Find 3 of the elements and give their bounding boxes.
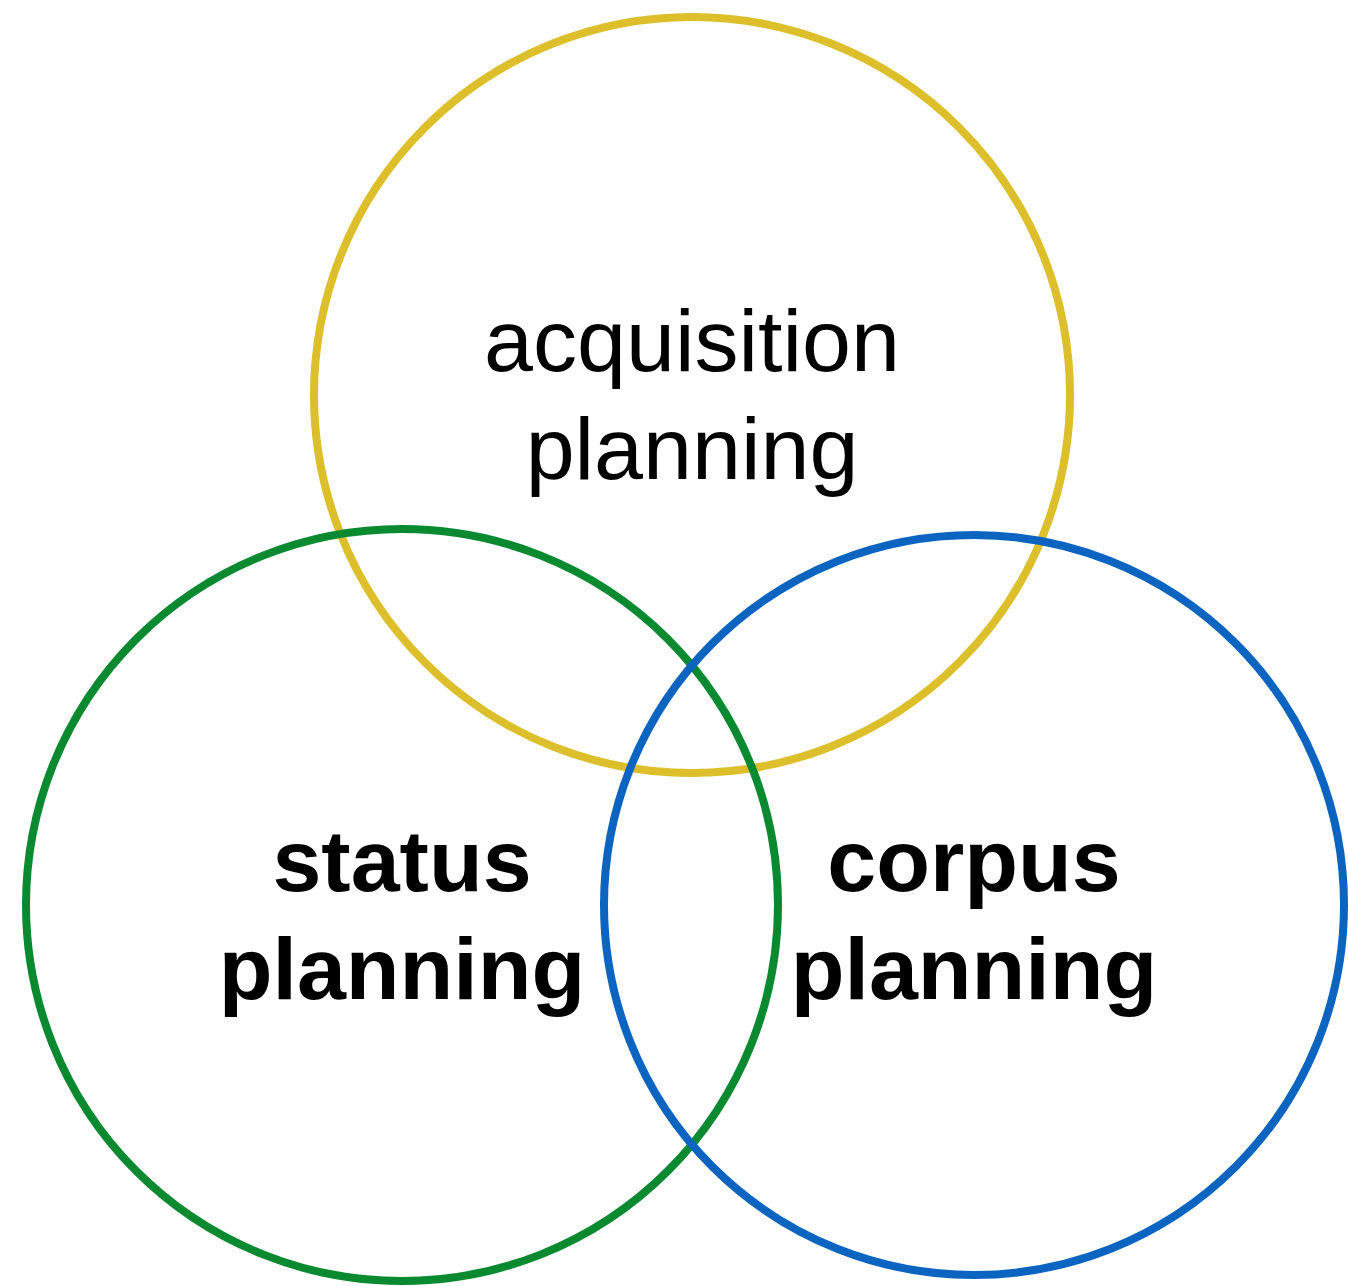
circle-label: status planning [218,810,586,1020]
circle-label: corpus planning [790,810,1158,1020]
circle-label: acquisition planning [484,290,900,500]
